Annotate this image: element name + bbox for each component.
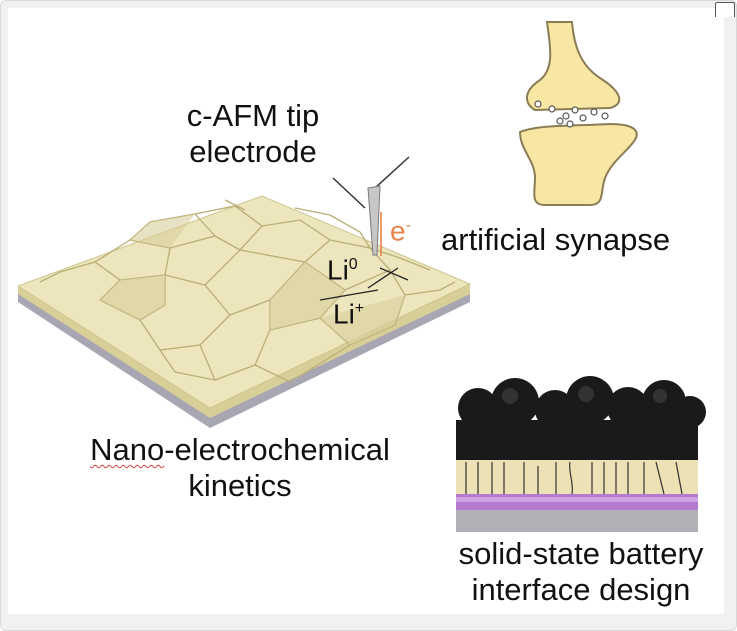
li0-charge: 0 — [348, 256, 358, 273]
battery-base — [456, 510, 698, 532]
battery-cross-section — [456, 376, 706, 532]
expand-icon[interactable] — [715, 2, 735, 17]
synapse-postsynaptic — [518, 122, 638, 206]
li-plus-underline — [319, 289, 379, 301]
battery-electrolyte — [456, 456, 698, 494]
afm-tip — [319, 156, 410, 301]
grain-shading — [100, 214, 405, 345]
tip-contact-line — [379, 267, 409, 281]
kinetics-label: Nano-electrochemical kinetics — [60, 432, 420, 504]
tip-cantilever — [367, 185, 381, 256]
grain-boundaries — [39, 199, 456, 383]
electron-symbol: e — [390, 215, 406, 247]
tip-label-line1: c-AFM tip — [186, 98, 320, 133]
tip-leader-right — [374, 156, 410, 189]
thin-film-slab — [16, 195, 472, 428]
liplus-charge: + — [354, 300, 365, 317]
li0-symbol: Li — [327, 254, 349, 286]
synapse-label: artificial synapse — [441, 222, 671, 257]
synapse-illustration — [518, 21, 638, 206]
battery-interlayer-band — [456, 497, 698, 502]
liplus-symbol: Li — [333, 298, 355, 330]
electron-label: e- — [390, 208, 411, 249]
liplus-label: Li+ — [333, 291, 364, 332]
li0-label: Li0 — [327, 247, 358, 288]
electrochemical-word: -electrochemical — [164, 432, 390, 467]
electron-charge: - — [405, 217, 411, 234]
battery-label: solid-state battery interface design — [436, 536, 726, 608]
tip-label: c-AFM tip electrode — [168, 98, 338, 170]
tip-leader-left — [332, 177, 366, 209]
battery-label-line1: solid-state battery — [458, 536, 704, 571]
tip-label-line2: electrode — [189, 134, 317, 169]
battery-cathode-particles — [456, 376, 706, 460]
battery-label-line2: interface design — [471, 572, 691, 607]
neurotransmitter-vesicles — [534, 100, 609, 128]
synapse-presynaptic — [526, 21, 621, 112]
kinetics-label-line1: Nano-electrochemical — [60, 432, 420, 468]
kinetics-label-line2: kinetics — [188, 468, 292, 503]
film-edge-layer — [18, 284, 470, 418]
battery-particle-highlights — [502, 386, 667, 404]
nano-word: Nano — [90, 432, 165, 467]
tip-contact-line-2 — [367, 267, 399, 289]
lithium-dendrites — [465, 461, 683, 495]
